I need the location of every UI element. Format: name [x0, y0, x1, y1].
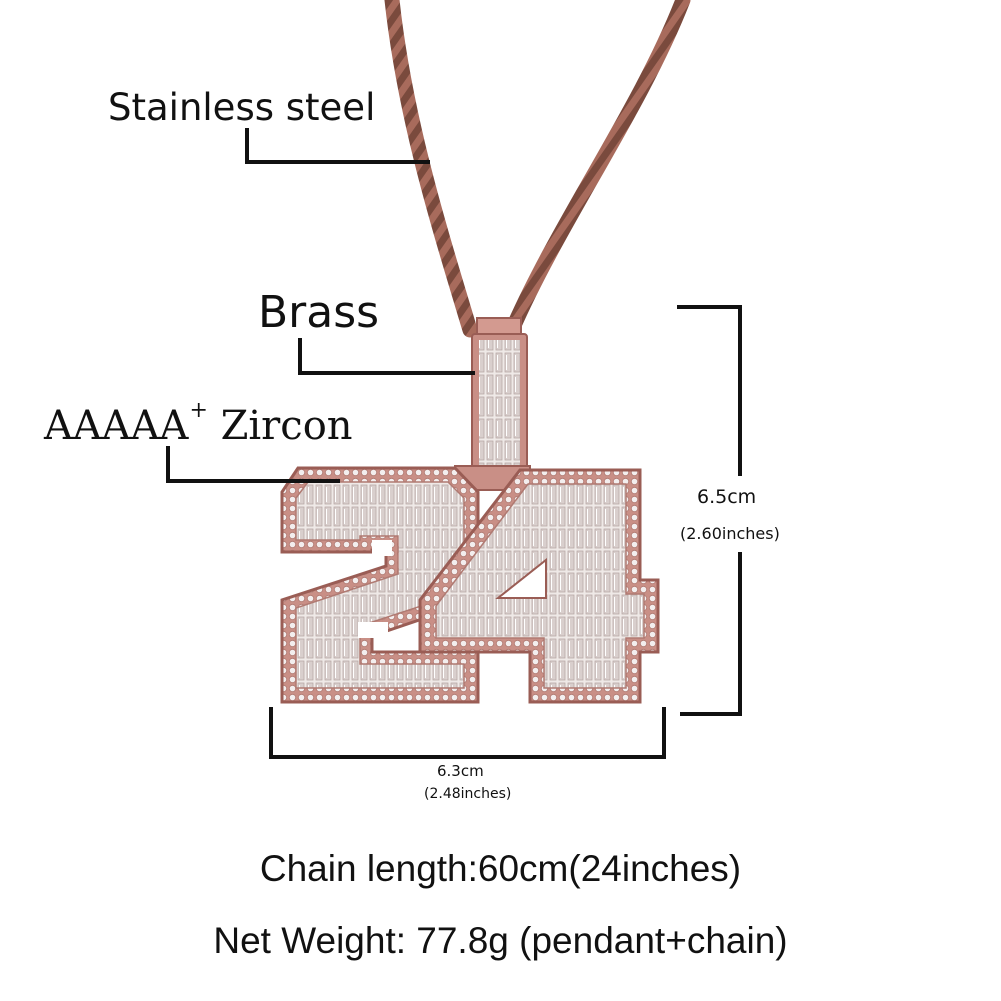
digit-four [418, 468, 660, 704]
leader-line-brass [298, 338, 475, 375]
height-cm: 6.5cm [697, 486, 757, 508]
height-bracket-top [677, 305, 742, 476]
leader-line-zircon [166, 446, 340, 483]
height-bracket-bottom [680, 552, 742, 716]
height-inches: (2.60inches) [680, 524, 780, 543]
leader-line-steel [245, 128, 430, 164]
chain-right-strand [504, 0, 691, 338]
width-bracket [269, 707, 666, 759]
stone-type: Zircon [220, 403, 353, 449]
bail [454, 317, 531, 491]
width-cm: 6.3cm [437, 762, 484, 780]
stone-grade: AAAAA [44, 403, 189, 449]
stone-grade-sup: + [189, 398, 208, 423]
label-zircon: AAAAA+ Zircon [44, 398, 353, 449]
digit-two [280, 466, 480, 704]
chain-length-spec: Chain length:60cm(24inches) [259, 848, 742, 889]
label-brass: Brass [258, 287, 380, 338]
width-inches: (2.48inches) [424, 786, 512, 802]
label-stainless-steel: Stainless steel [108, 86, 376, 129]
net-weight-spec: Net Weight: 77.8g (pendant+chain) [213, 920, 788, 961]
chain-left-strand [384, 0, 478, 338]
